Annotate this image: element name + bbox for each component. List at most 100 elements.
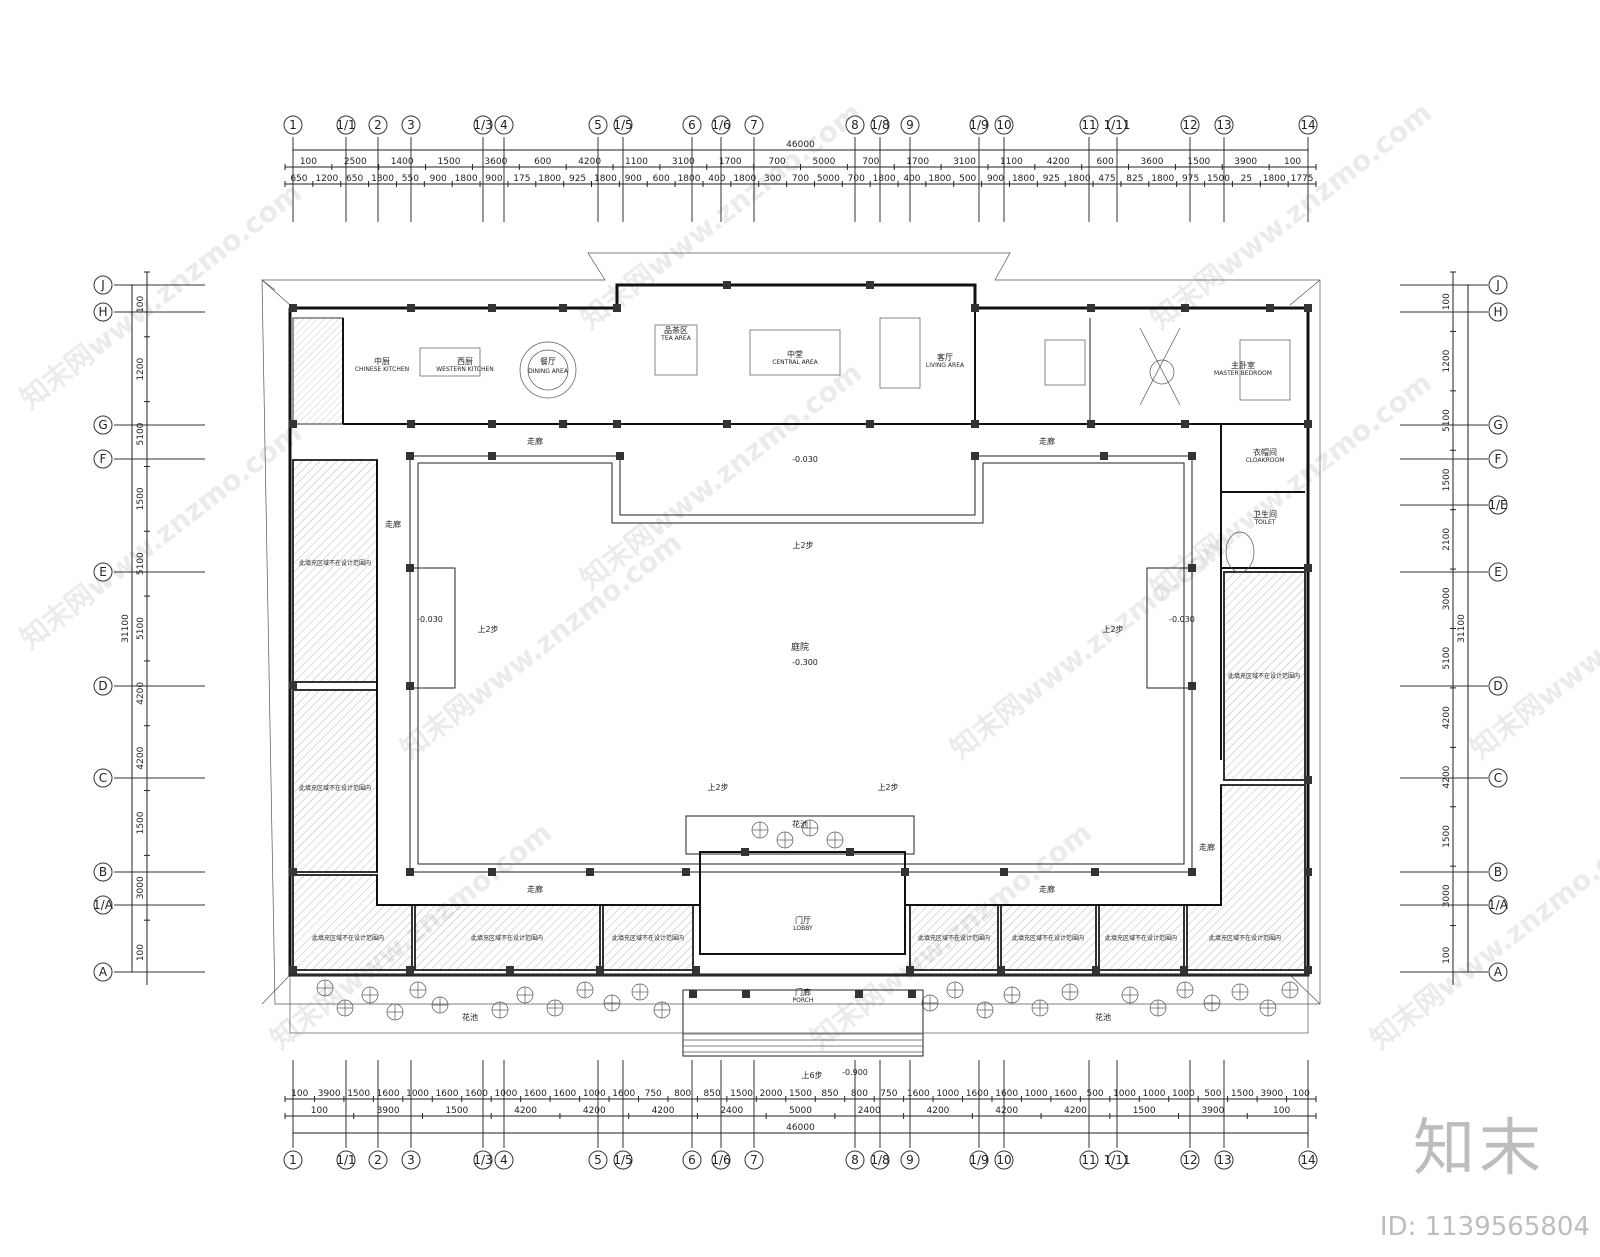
label-lobby: 门厅: [795, 915, 811, 925]
dimension-value: 1000: [1113, 1089, 1136, 1099]
grid-label-top: 2: [374, 118, 382, 132]
dimension-value: 975: [1182, 174, 1199, 184]
column: [506, 966, 514, 974]
grid-label-bottom: 4: [500, 1153, 508, 1167]
dimension-value: 850: [821, 1089, 838, 1099]
svg-text:DINING AREA: DINING AREA: [528, 368, 569, 375]
column: [289, 868, 297, 876]
dimension-value: 1500: [438, 157, 461, 167]
column: [1304, 776, 1312, 784]
column: [1092, 966, 1100, 974]
grid-label-bottom: 13: [1216, 1153, 1231, 1167]
column: [741, 848, 749, 856]
dimension-value: 1000: [1143, 1089, 1166, 1099]
grid-label-right: 1/E: [1488, 498, 1507, 512]
svg-text:CHINESE KITCHEN: CHINESE KITCHEN: [355, 366, 409, 373]
dimension-value: 800: [851, 1089, 868, 1099]
column: [1304, 420, 1312, 428]
column: [1304, 564, 1312, 572]
grid-bubble-top: [494, 115, 514, 135]
label-nd-8: 此填充区域不在设计范围内: [1105, 934, 1177, 942]
column: [406, 682, 414, 690]
dimension-value: 475: [1098, 174, 1115, 184]
grid-bubble-left: [93, 962, 113, 982]
grid-bubble-left: [93, 562, 113, 582]
grid-label-top: 1/1: [336, 118, 355, 132]
level-courtyard: -0.300: [792, 658, 818, 667]
grid-label-top: 1/9: [969, 118, 988, 132]
grid-bubble-left: [93, 302, 113, 322]
dimension-value: 4200: [136, 746, 146, 769]
dimension-value: 100: [1442, 293, 1452, 310]
grid-label-right: H: [1493, 305, 1502, 319]
grid-label-left: D: [98, 679, 107, 693]
dimension-value: 100: [300, 157, 317, 167]
grid-label-top: 1/3: [473, 118, 492, 132]
label-nd-5: 此填充区域不在设计范围内: [612, 934, 684, 942]
columns: [289, 281, 1312, 974]
dimension-value: 1200: [1442, 349, 1452, 372]
label-corridor-n2: 走廊: [1039, 436, 1055, 446]
label-garden-e: 花池: [1095, 1012, 1111, 1022]
grid-bubble-top: [368, 115, 388, 135]
dimension-value: 500: [959, 174, 976, 184]
dimension-value: 900: [430, 174, 447, 184]
dimension-value: 500: [1204, 1089, 1221, 1099]
dimension-value: 5100: [136, 552, 146, 575]
dimension-value: 100: [136, 944, 146, 961]
step-label-east: 上2步: [1102, 625, 1123, 634]
grid-label-right: D: [1493, 679, 1502, 693]
column: [1304, 304, 1312, 312]
label-tea: 品茶区: [664, 325, 688, 335]
column: [1091, 868, 1099, 876]
grid-bubble-bottom: [613, 1150, 633, 1170]
grid-bubble-right: [1488, 768, 1508, 788]
dimension-value: 1800: [455, 174, 478, 184]
dimension-value: 5100: [1442, 409, 1452, 432]
column: [901, 868, 909, 876]
column: [692, 966, 700, 974]
grid-label-bottom: 14: [1300, 1153, 1315, 1167]
level-porch: -0.900: [842, 1068, 868, 1077]
label-bath: 卫生间: [1253, 509, 1277, 519]
column: [596, 966, 604, 974]
grid-label-bottom: 10: [996, 1153, 1011, 1167]
dimension-value: 1800: [1263, 174, 1286, 184]
dimension-value: 1600: [612, 1089, 635, 1099]
dimension-value: 3600: [1141, 157, 1164, 167]
column: [289, 966, 297, 974]
watermark-text: 知末网www.znzmo.com: [1364, 816, 1600, 1056]
grid-bubble-bottom: [1180, 1150, 1200, 1170]
room-labels: 中厨 CHINESE KITCHEN 西厨 WESTERN KITCHEN 餐厅…: [299, 325, 1300, 1080]
dimension-value: 3900: [377, 1106, 400, 1116]
dimension-value: 1700: [906, 157, 929, 167]
label-corridor-n1: 走廊: [527, 436, 543, 446]
grid-bubble-bottom: [900, 1150, 920, 1170]
dimension-value: 4200: [995, 1106, 1018, 1116]
dimension-value: 1500: [1442, 825, 1452, 848]
grid-label-top: 11: [1081, 118, 1096, 132]
grid-label-top: 1: [289, 118, 297, 132]
hatch-area-left-1: [292, 459, 378, 683]
non-design-areas: [292, 317, 1306, 971]
grid-label-bottom: 1/8: [870, 1153, 889, 1167]
dimension-value: 700: [768, 157, 785, 167]
svg-text:PORCH: PORCH: [793, 997, 814, 1004]
dimension-value: 3100: [953, 157, 976, 167]
grid-label-bottom: 1/1: [336, 1153, 355, 1167]
dimension-value: 4200: [136, 682, 146, 705]
grid-bubble-right: [1488, 895, 1508, 915]
grid-bubble-right: [1488, 862, 1508, 882]
grid-bubble-bottom: [283, 1150, 303, 1170]
grid-bubble-right: [1488, 495, 1508, 515]
grid-bubble-bottom: [994, 1150, 1014, 1170]
column: [971, 452, 979, 460]
dimension-value: 750: [645, 1089, 662, 1099]
dimension-value: 650: [346, 174, 363, 184]
column: [682, 868, 690, 876]
grid-label-right: G: [1493, 418, 1502, 432]
dimension-value: 1700: [719, 157, 742, 167]
grid-label-bottom: 3: [407, 1153, 415, 1167]
hatch-area-s4: [1000, 904, 1097, 971]
grid-label-bottom: 2: [374, 1153, 382, 1167]
